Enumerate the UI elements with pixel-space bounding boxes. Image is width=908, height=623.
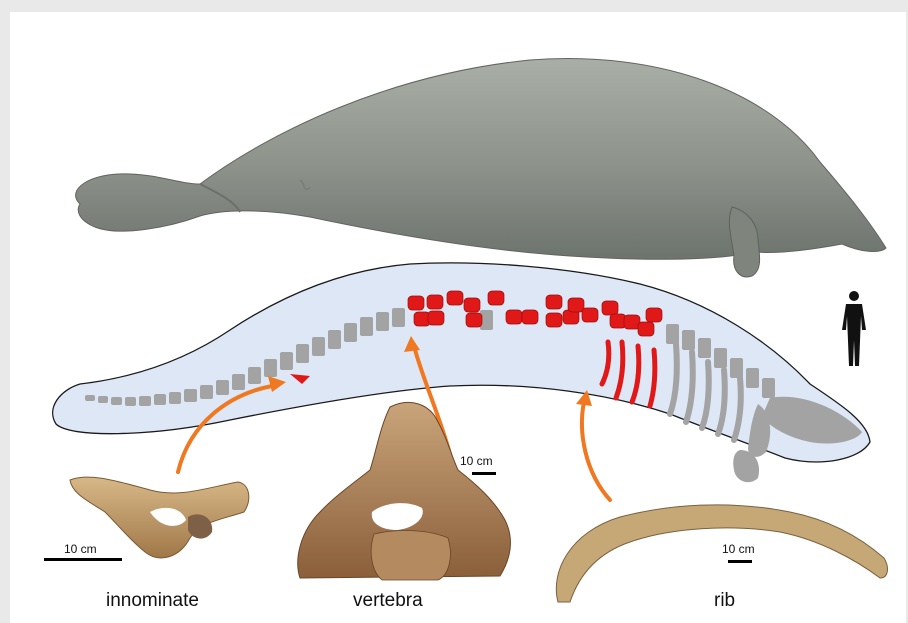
figure-canvas: innominate vertebra rib 10 cm 10 cm 10 c… bbox=[10, 12, 906, 623]
scale-bar-rib bbox=[728, 560, 752, 563]
vertebra-fossil bbox=[298, 402, 511, 580]
label-vertebra: vertebra bbox=[353, 590, 423, 612]
scale-label-innominate: 10 cm bbox=[64, 542, 97, 556]
animal-reconstruction bbox=[76, 59, 886, 277]
human-silhouette-icon bbox=[842, 291, 866, 366]
scale-label-vertebra: 10 cm bbox=[460, 454, 493, 468]
scale-label-rib: 10 cm bbox=[722, 542, 755, 556]
scale-bar-vertebra bbox=[472, 472, 496, 475]
scale-bar-innominate bbox=[44, 558, 122, 561]
innominate-fossil bbox=[70, 477, 249, 558]
skeletal-diagram bbox=[53, 263, 870, 482]
arrow-rib bbox=[582, 402, 610, 500]
label-rib: rib bbox=[714, 590, 735, 612]
label-innominate: innominate bbox=[106, 590, 199, 612]
